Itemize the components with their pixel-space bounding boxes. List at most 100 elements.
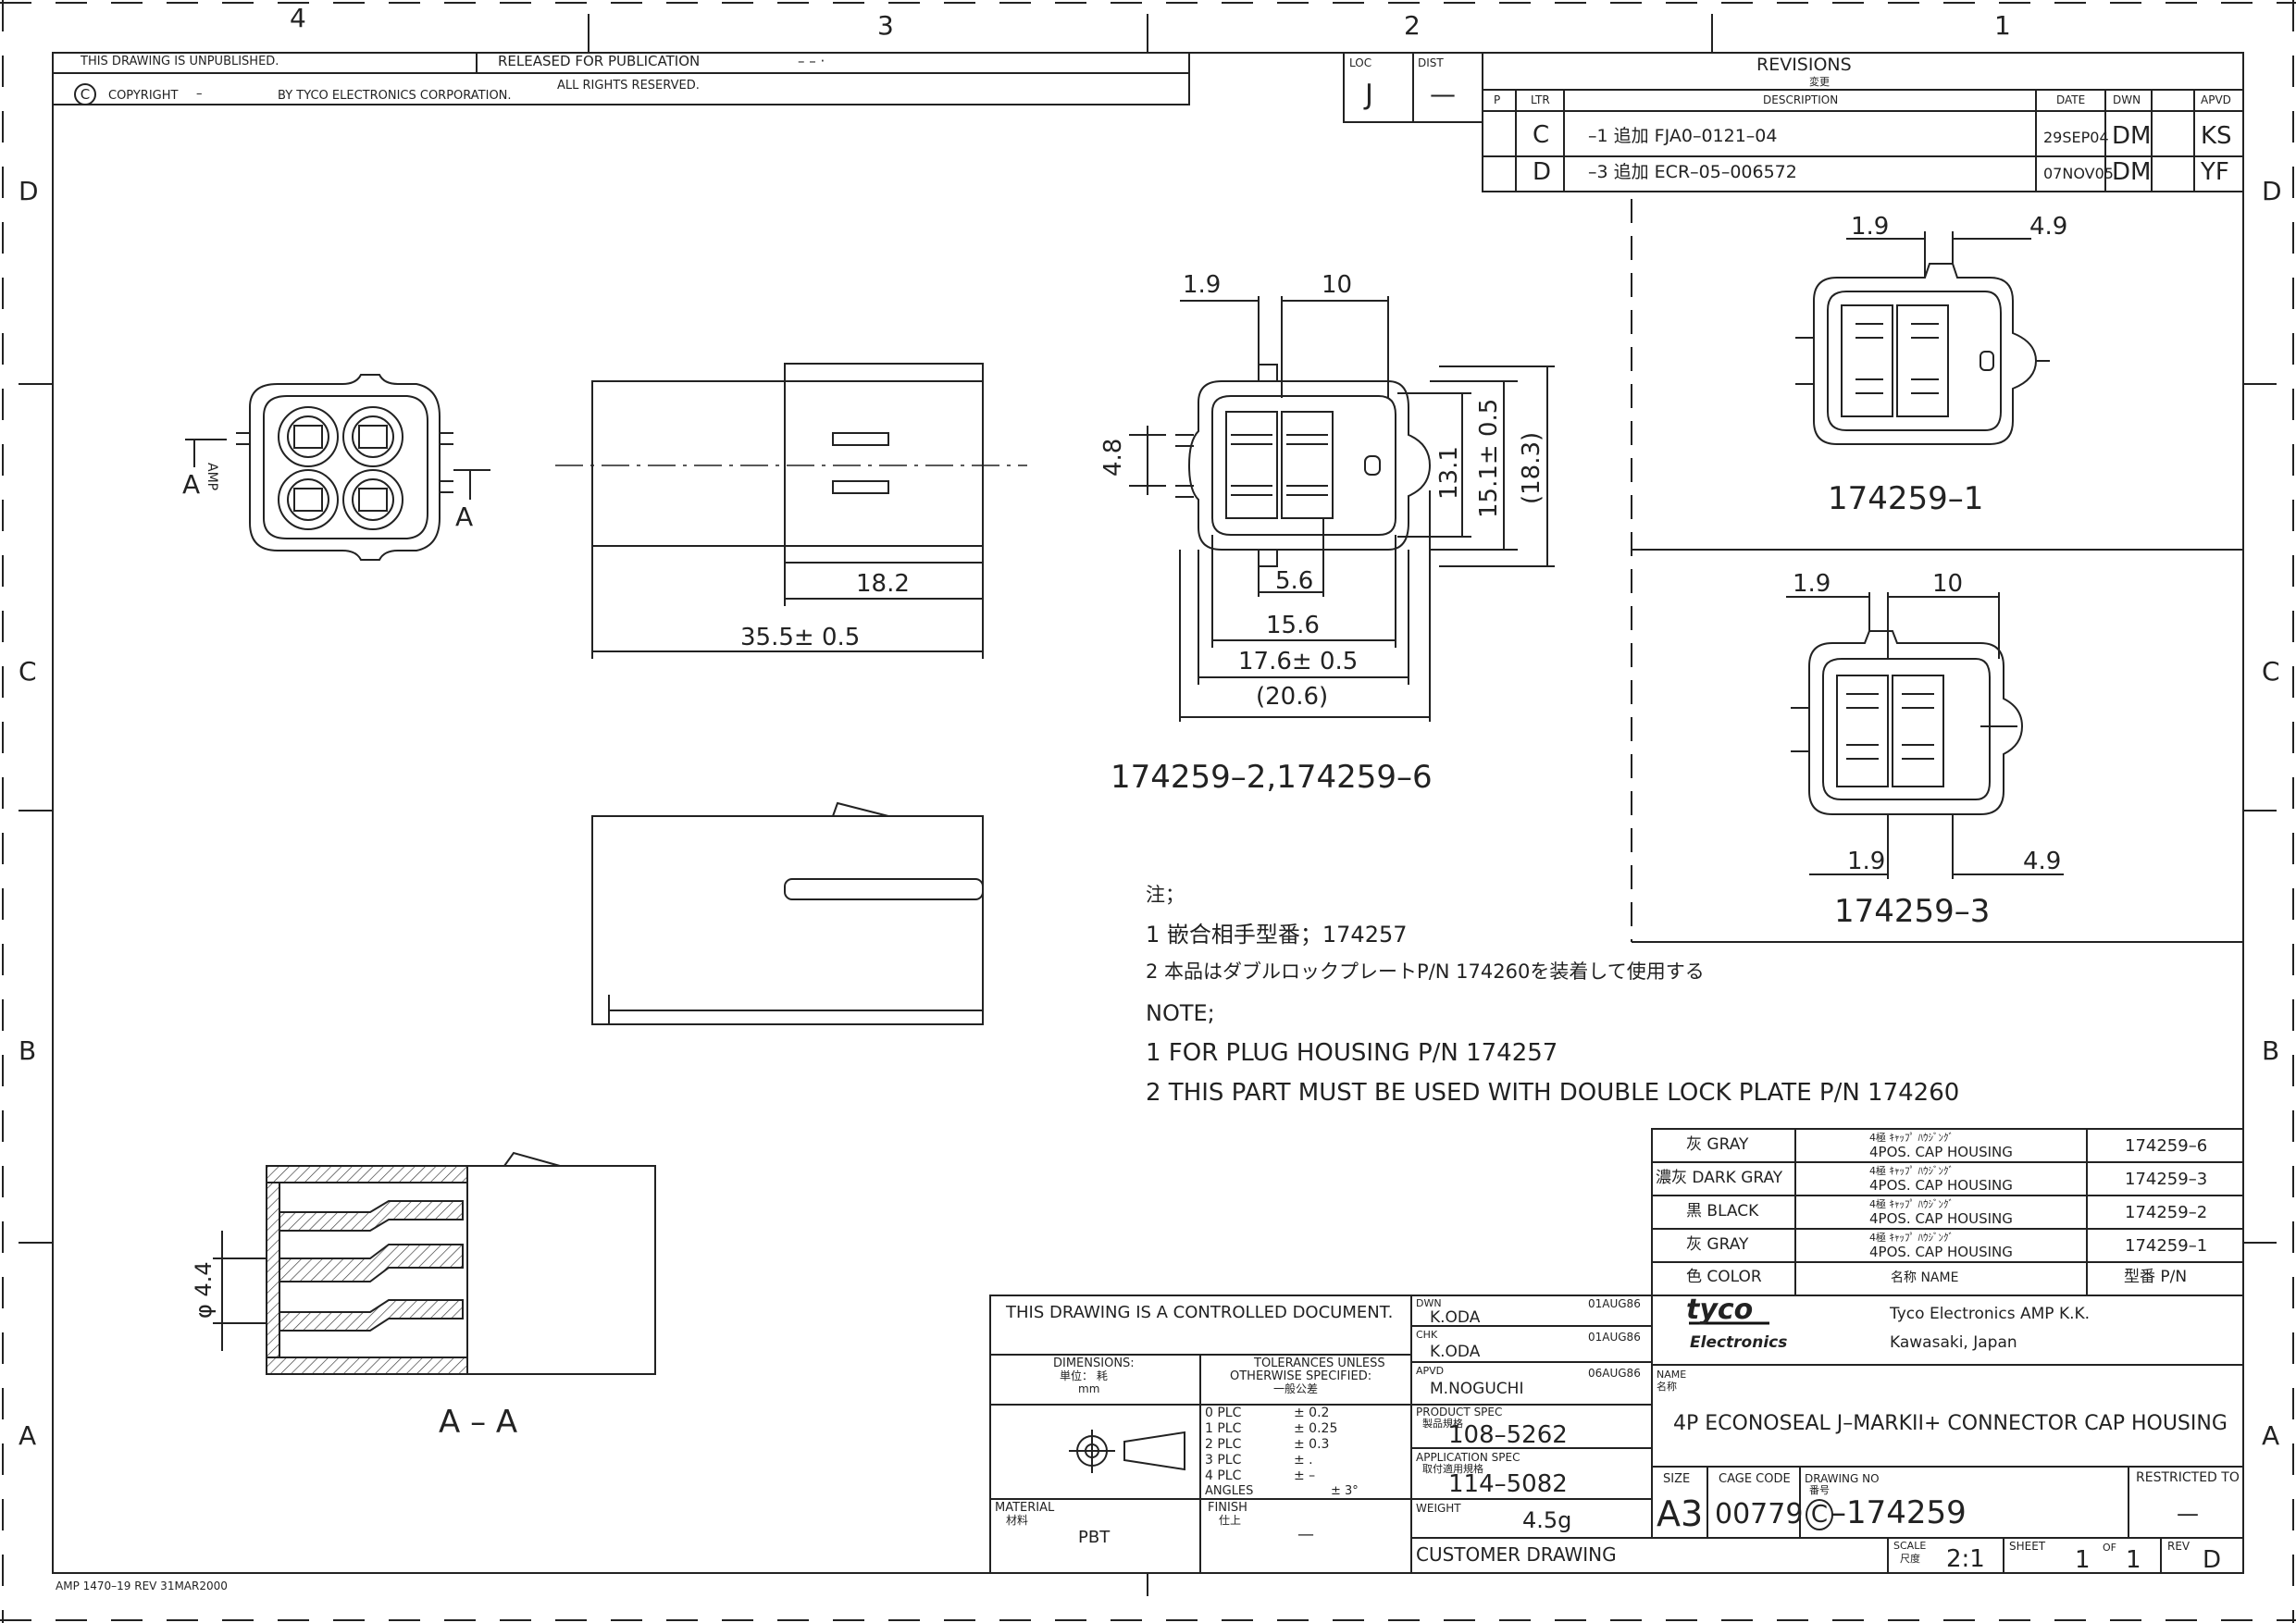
product-spec-label: PRODUCT SPEC [1416, 1406, 1503, 1419]
sheet-value: 1 [2075, 1546, 2091, 1574]
label-174259-1: 174259–1 [1828, 480, 1984, 517]
drawing-number: –174259 [1831, 1494, 1967, 1531]
apvd-name: M.NOGUCHI [1430, 1380, 1524, 1398]
name-label: NAME [1657, 1369, 1687, 1381]
end-view-3 [1786, 592, 2064, 879]
parts-row-1-name: 4POS. CAP HOUSING [1869, 1144, 2013, 1160]
application-spec-jp: 取付適用規格 [1422, 1463, 1483, 1475]
dim-mid-15-6: 15.6 [1266, 612, 1320, 639]
rev-value: D [2203, 1546, 2222, 1574]
dim-mid-20-6: (20.6) [1256, 683, 1329, 711]
rights-reserved: ALL RIGHTS RESERVED. [557, 79, 700, 93]
tol-0-plc: 0 PLC [1205, 1406, 1242, 1420]
rev-row-c-dwn: DM [2112, 122, 2152, 150]
parts-row-3-pn: 174259–2 [2125, 1203, 2208, 1222]
tol-3-val: ± . [1294, 1453, 1313, 1468]
dist-value: — [1430, 79, 1456, 109]
zone-row-d-right: D [2262, 176, 2282, 206]
sheet-label: SHEET [2009, 1540, 2046, 1553]
side-view-top [591, 363, 984, 659]
label-174259-2-6: 174259–2,174259–6 [1111, 759, 1433, 796]
revisions-title: REVISIONS [1756, 55, 1852, 75]
controlled-document: THIS DRAWING IS A CONTROLLED DOCUMENT. [1006, 1303, 1394, 1322]
dim-mid-17-6: 17.6± 0.5 [1238, 648, 1359, 675]
zone-row-c-right: C [2262, 656, 2280, 687]
dim-section-diameter: φ 4.4 [191, 1261, 217, 1319]
rev-row-c-desc: –1 追加 FJA0–0121–04 [1588, 126, 1778, 146]
finish-jp: 仕上 [1219, 1514, 1242, 1527]
dimensions-jp: 単位： 耗 [1060, 1369, 1108, 1382]
tol-0-val: ± 0.2 [1294, 1406, 1330, 1420]
note-en-1: 1 FOR PLUG HOUSING P/N 174257 [1146, 1039, 1558, 1067]
title-block [989, 1295, 2244, 1574]
parts-row-4-color: 灰 GRAY [1686, 1235, 1749, 1254]
note-en-heading: NOTE; [1146, 1000, 1215, 1026]
dim-r3-1-9-top: 1.9 [1793, 570, 1831, 598]
chk-name: K.ODA [1430, 1343, 1481, 1361]
end-view-1 [1795, 231, 2050, 445]
customer-drawing: CUSTOMER DRAWING [1416, 1543, 1617, 1566]
amp-marking: AMP [205, 463, 219, 491]
released-notice: RELEASED FOR PUBLICATION [498, 53, 701, 69]
tol-2-val: ± 0.3 [1294, 1437, 1330, 1452]
tyco-logo: tyco [1686, 1294, 1754, 1326]
rev-row-d-date: 07NOV05 [2043, 165, 2114, 182]
label-174259-3: 174259–3 [1834, 893, 1991, 930]
copyright-symbol: C [74, 83, 96, 105]
zone-row-c-left: C [19, 656, 37, 687]
chk-label: CHK [1416, 1329, 1438, 1341]
loc-label: LOC [1349, 56, 1372, 69]
rev-col-date: DATE [2056, 93, 2086, 106]
revisions-table [1482, 52, 2244, 192]
apvd-date: 06AUG86 [1588, 1367, 1641, 1380]
drawing-name: 4P ECONOSEAL J–MARKII+ CONNECTOR CAP HOU… [1673, 1412, 2228, 1435]
name-label-jp: 名称 [1657, 1381, 1677, 1393]
tolerances-jp: 一般公差 [1273, 1382, 1319, 1395]
rev-row-c-date: 29SEP04 [2043, 129, 2109, 146]
parts-row-1-name-jp: 4極 ｷｬｯﾌﾟ ﾊｳｼﾞﾝｸﾞ [1869, 1132, 1954, 1144]
finish-value: — [1297, 1525, 1314, 1544]
material-jp: 材料 [1006, 1514, 1029, 1527]
dwn-label: DWN [1416, 1297, 1442, 1309]
dim-18-2: 18.2 [856, 570, 910, 598]
drawing-no-label-jp: 番号 [1809, 1484, 1830, 1496]
parts-head-color: 色 COLOR [1686, 1268, 1762, 1286]
label-section-a-a: A – A [439, 1404, 518, 1441]
dwn-name: K.ODA [1430, 1308, 1481, 1327]
product-spec-jp: 製品規格 [1422, 1418, 1463, 1430]
tol-angles: ANGLES [1205, 1484, 1254, 1498]
front-view [185, 374, 490, 561]
rev-col-dwn: DWN [2113, 93, 2141, 106]
loc-value: J [1365, 79, 1373, 111]
tol-angles-val: ± 3° [1331, 1484, 1359, 1498]
parts-row-1-pn: 174259–6 [2125, 1136, 2208, 1156]
note-jp-2: 2 本品はダブルロックプレートP/N 174260を装着して使用する [1146, 960, 1705, 983]
rev-row-d-ltr: D [1533, 158, 1552, 186]
zone-row-d-left: D [19, 176, 39, 206]
rev-row-c-ltr: C [1533, 121, 1550, 149]
dimensions-label: DIMENSIONS: [1053, 1357, 1135, 1370]
zone-col-4: 4 [290, 3, 306, 33]
apvd-label: APVD [1416, 1365, 1445, 1377]
tol-1-val: ± 0.25 [1294, 1421, 1338, 1436]
size-label: SIZE [1663, 1472, 1691, 1486]
tolerances-line-1: TOLERANCES UNLESS [1254, 1357, 1385, 1370]
released-mark: – – · [798, 53, 825, 69]
dim-35-5: 35.5± 0.5 [740, 624, 861, 651]
rev-row-d-apvd: YF [2201, 158, 2229, 186]
note-en-2: 2 THIS PART MUST BE USED WITH DOUBLE LOC… [1146, 1079, 1960, 1107]
dimensions-unit: mm [1078, 1382, 1100, 1395]
zone-row-a-left: A [19, 1420, 37, 1451]
application-spec-value: 114–5082 [1448, 1470, 1568, 1498]
of-label: OF [2103, 1542, 2116, 1554]
parts-head-name: 名称 NAME [1891, 1270, 1959, 1285]
zone-col-3: 3 [877, 10, 894, 41]
parts-row-4-pn: 174259–1 [2125, 1236, 2208, 1256]
parts-row-2-name: 4POS. CAP HOUSING [1869, 1177, 2013, 1194]
chk-date: 01AUG86 [1588, 1331, 1641, 1344]
drawing-no-label: DRAWING NO [1805, 1472, 1880, 1485]
section-marker-a-right: A [455, 502, 474, 532]
section-marker-a-left: A [182, 469, 201, 500]
